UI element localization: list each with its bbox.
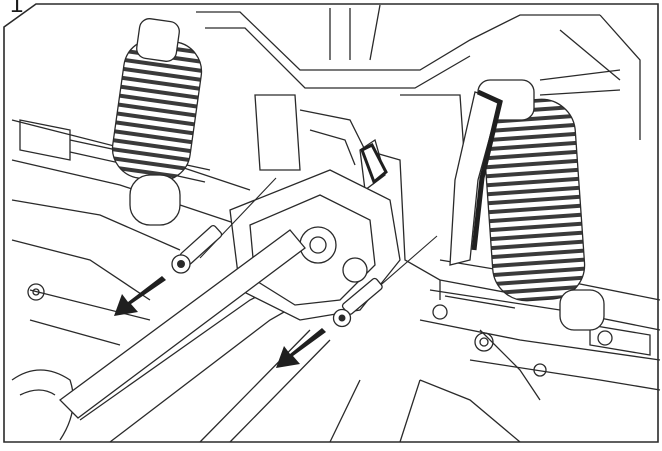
left-mounting-screw [171, 177, 277, 274]
right-mounting-screw [332, 235, 438, 328]
suspension-link [229, 169, 401, 321]
step-number: 1 [10, 0, 24, 18]
right-shock-absorber [477, 79, 605, 331]
rear-frame-upright [360, 89, 503, 266]
arrow-left-icon [114, 276, 166, 316]
left-shock-absorber [111, 18, 203, 226]
arrow-right-icon [276, 328, 326, 368]
lower-tube [59, 229, 306, 419]
